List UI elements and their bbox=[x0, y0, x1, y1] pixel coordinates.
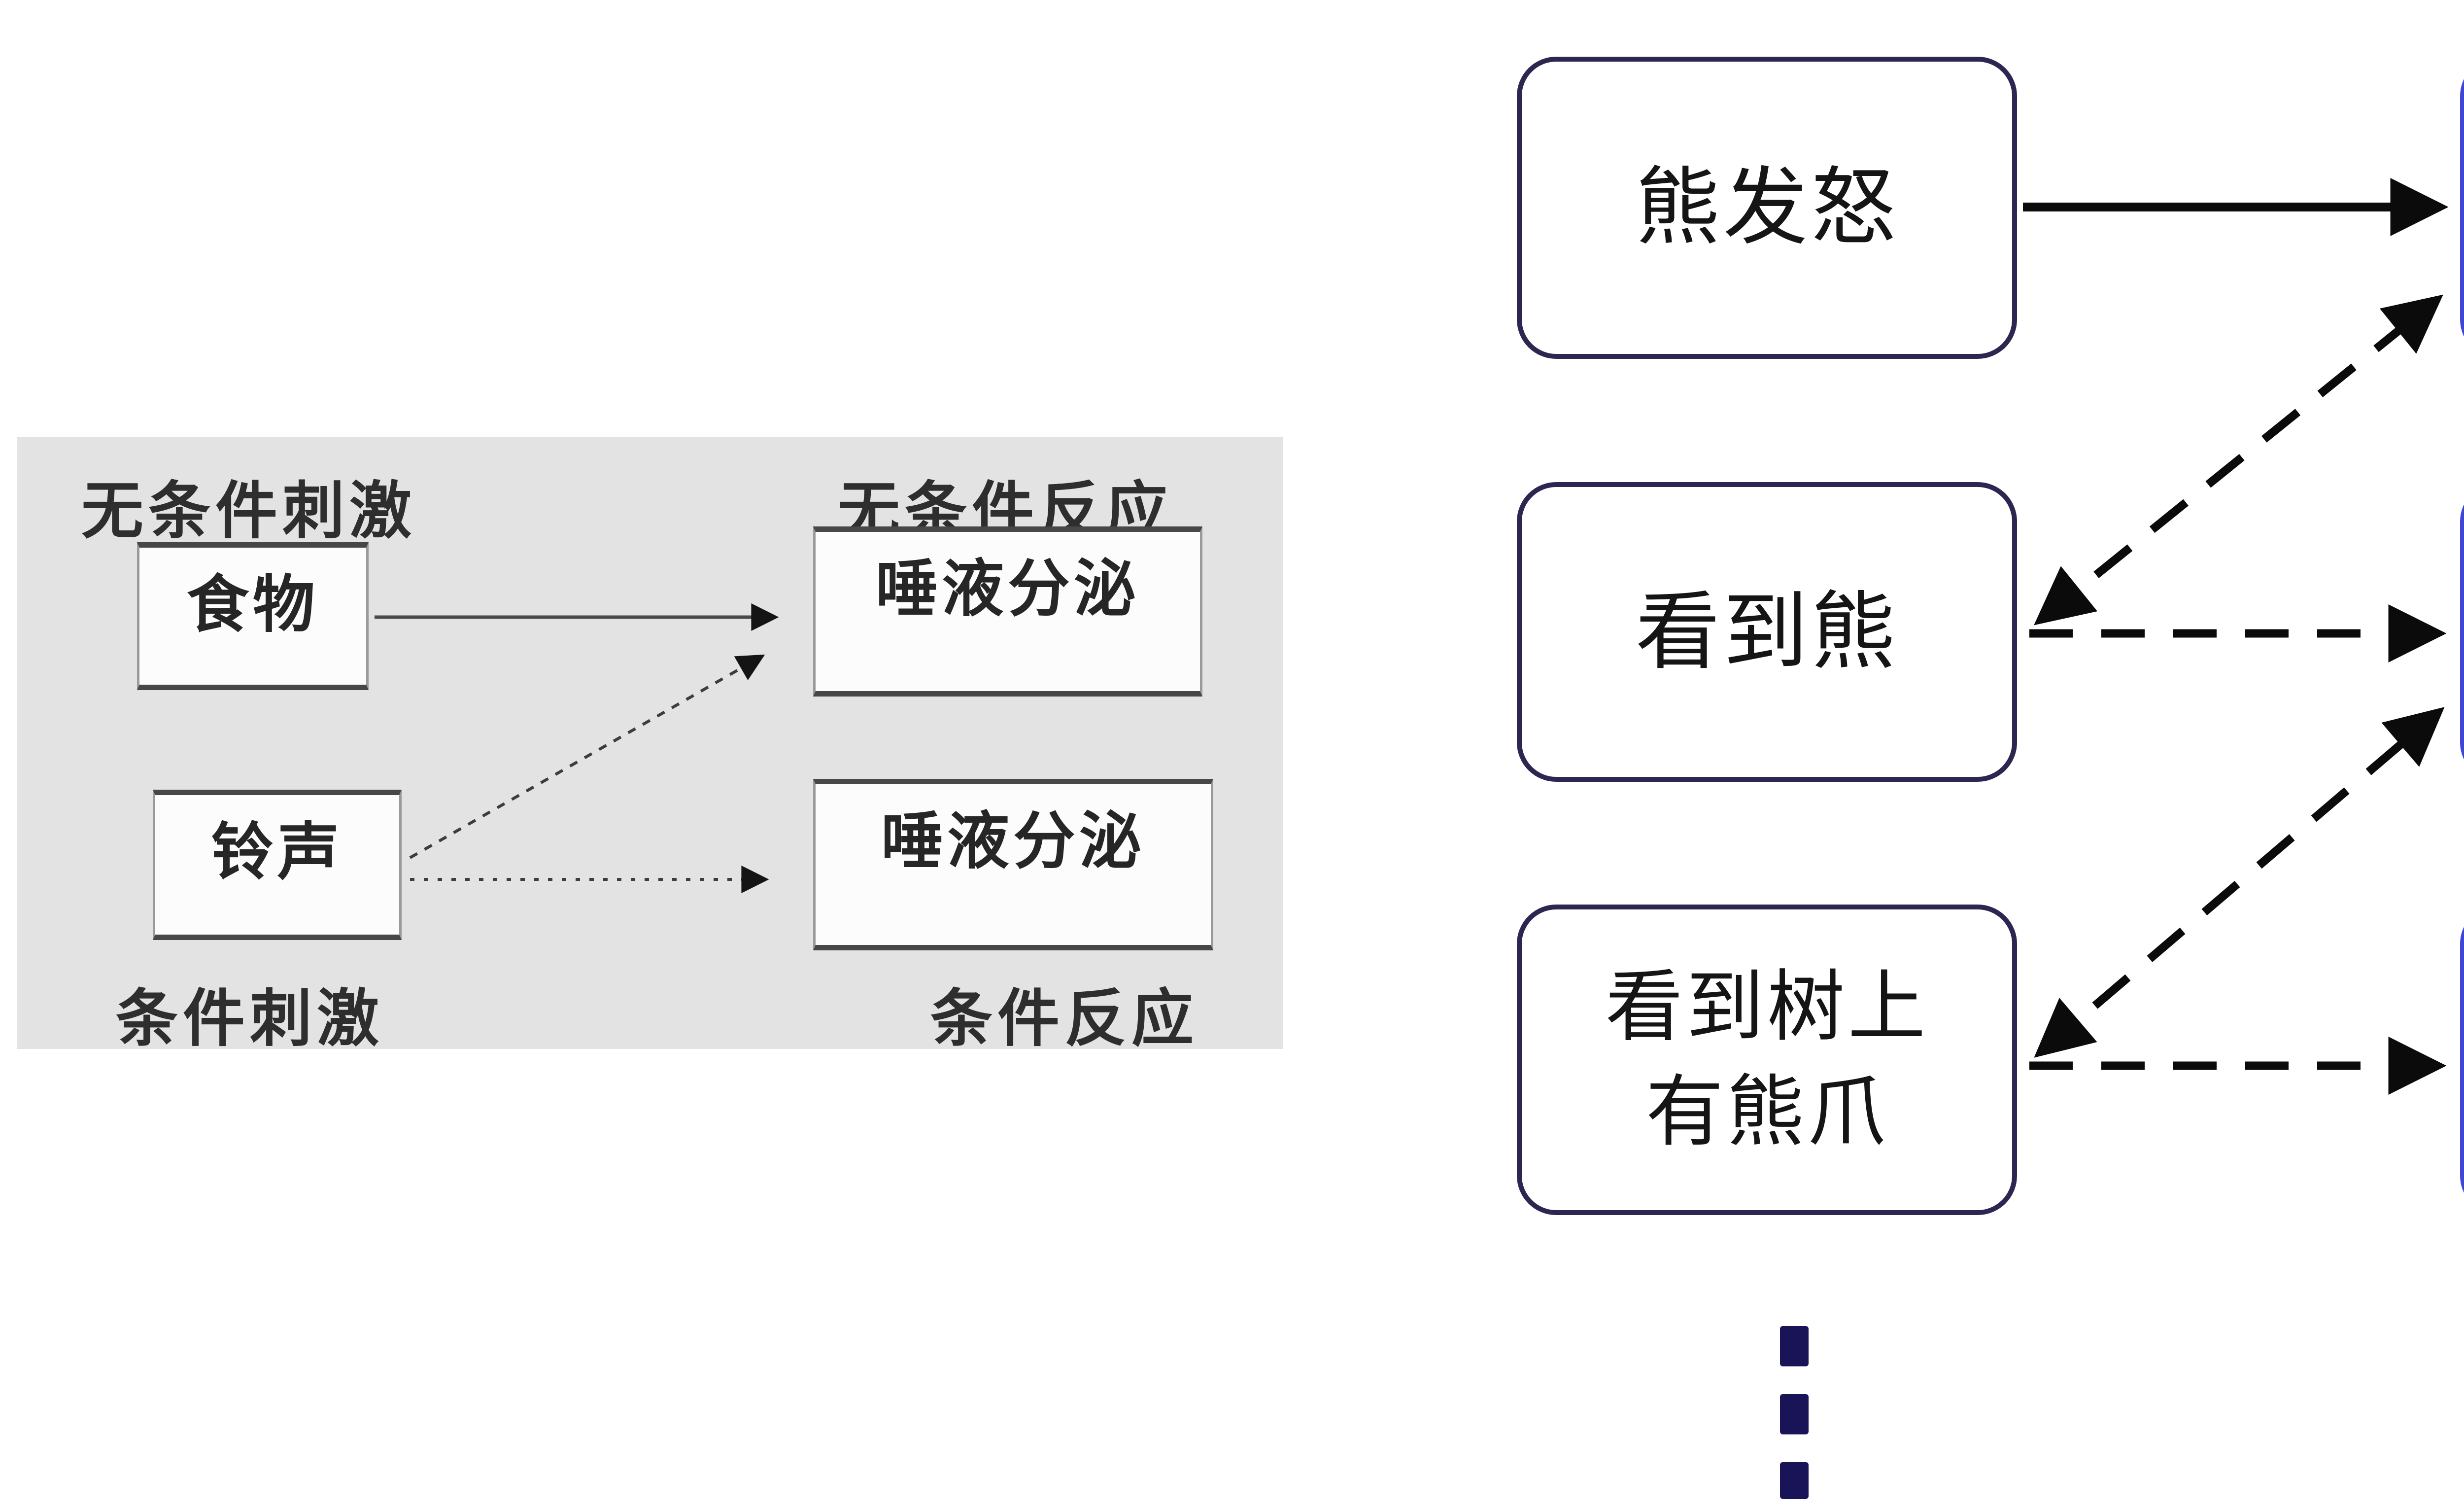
label-unconditioned-stimulus: 无条件刺激 bbox=[81, 476, 416, 546]
salivation-box-top: 唾液分泌 bbox=[813, 526, 1202, 697]
stimulus-box-bear-anger: 熊发怒 bbox=[1517, 57, 2017, 359]
food-box: 食物 bbox=[137, 542, 369, 690]
bell-box: 铃声 bbox=[153, 790, 402, 940]
ellipsis-dash bbox=[1780, 1394, 1809, 1434]
arrow-see-claw-to-v-s-prime bbox=[2034, 707, 2445, 1058]
stimulus-box-see-bear: 看到熊 bbox=[1517, 482, 2017, 782]
label-conditioned-response: 条件反应 bbox=[930, 984, 1198, 1053]
stimulus-box-see-claw: 看到树上 有熊爪 bbox=[1517, 905, 2017, 1215]
ellipsis-dash bbox=[1780, 1326, 1809, 1366]
ellipsis-dash bbox=[1780, 1462, 1809, 1499]
label-conditioned-stimulus: 条件刺激 bbox=[116, 984, 384, 1053]
salivation-box-bottom: 唾液分泌 bbox=[813, 779, 1213, 950]
arrow-see-bear-to-reward bbox=[2034, 294, 2443, 626]
arrow-bell-to-salivation-top bbox=[409, 654, 765, 859]
